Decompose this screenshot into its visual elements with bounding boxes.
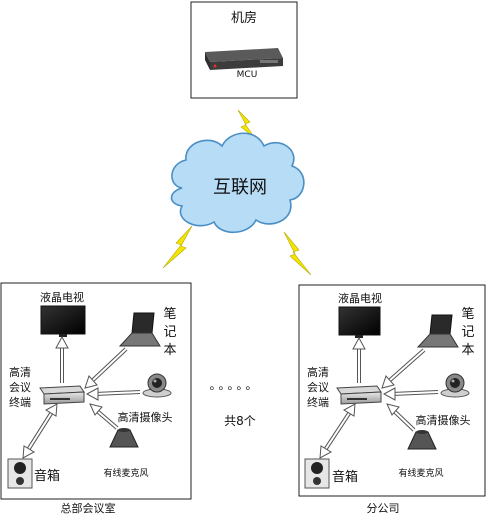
- laptop-label-line: 本: [461, 343, 474, 358]
- double-arrow-icon: [22, 403, 58, 459]
- arrow-icon: [382, 387, 439, 401]
- arrow-icon: [381, 348, 426, 389]
- double-arrow-icon: [319, 403, 356, 459]
- count-label: 共8个: [224, 414, 256, 428]
- ellipsis-dots: 。。。。。: [209, 378, 260, 392]
- microphone-icon: [109, 428, 139, 448]
- speaker-icon: [304, 458, 330, 489]
- microphone-label: 有线麦克风: [398, 467, 443, 479]
- laptop-icon: [118, 312, 161, 347]
- terminal-label-line: 会议: [9, 381, 31, 394]
- microphone-label: 有线麦克风: [103, 467, 148, 479]
- tv-icon: [338, 306, 381, 338]
- microphone-icon: [407, 430, 437, 450]
- speaker-icon: [7, 458, 33, 489]
- laptop-label-line: 记: [461, 325, 474, 340]
- conference-terminal-icon: [39, 385, 85, 405]
- speaker-label: 音箱: [332, 469, 358, 485]
- machine-room-box: 机房 MCU: [190, 1, 298, 99]
- speaker-label: 音箱: [34, 468, 60, 484]
- arrow-icon: [352, 336, 366, 383]
- headquarters-box: 液晶电视 笔 记 本 高清 会议 终端 高清摄像头: [0, 282, 192, 500]
- lightning-icon: [162, 225, 193, 269]
- mcu-label: MCU: [237, 70, 258, 80]
- internet-label: 互联网: [213, 177, 267, 198]
- lightning-icon: [283, 231, 312, 276]
- terminal-label-line: 高清: [9, 365, 31, 379]
- mcu-device-icon: [205, 48, 283, 70]
- camera-icon: [440, 373, 470, 398]
- internet-cloud: 互联网: [170, 132, 305, 234]
- laptop-icon: [416, 314, 459, 348]
- terminal-label-line: 终端: [9, 395, 31, 409]
- camera-icon: [142, 373, 172, 398]
- camera-label: 高清摄像头: [118, 410, 173, 424]
- arrow-icon: [55, 335, 69, 383]
- tv-label: 液晶电视: [40, 290, 84, 304]
- branch-box: 液晶电视 笔 记 本 高清 会议 终端 高清摄像头 音箱: [298, 284, 486, 497]
- branch-caption: 分公司: [367, 502, 400, 515]
- laptop-label-line: 本: [163, 343, 176, 358]
- conference-terminal-icon: [336, 385, 382, 405]
- headquarters-caption: 总部会议室: [61, 501, 116, 515]
- laptop-label-line: 笔: [461, 306, 474, 322]
- machine-room-title: 机房: [231, 10, 257, 26]
- laptop-label-line: 记: [163, 325, 176, 340]
- terminal-label-line: 高清: [307, 365, 329, 379]
- arrow-icon: [84, 347, 128, 389]
- terminal-label-line: 会议: [307, 381, 329, 394]
- camera-label: 高清摄像头: [416, 413, 471, 427]
- terminal-label-line: 终端: [307, 395, 329, 409]
- arrow-icon: [85, 387, 141, 401]
- arrow-icon: [89, 403, 119, 430]
- arrow-icon: [386, 403, 416, 432]
- tv-label: 液晶电视: [338, 291, 382, 305]
- tv-icon: [40, 305, 86, 337]
- laptop-label-line: 笔: [163, 306, 176, 322]
